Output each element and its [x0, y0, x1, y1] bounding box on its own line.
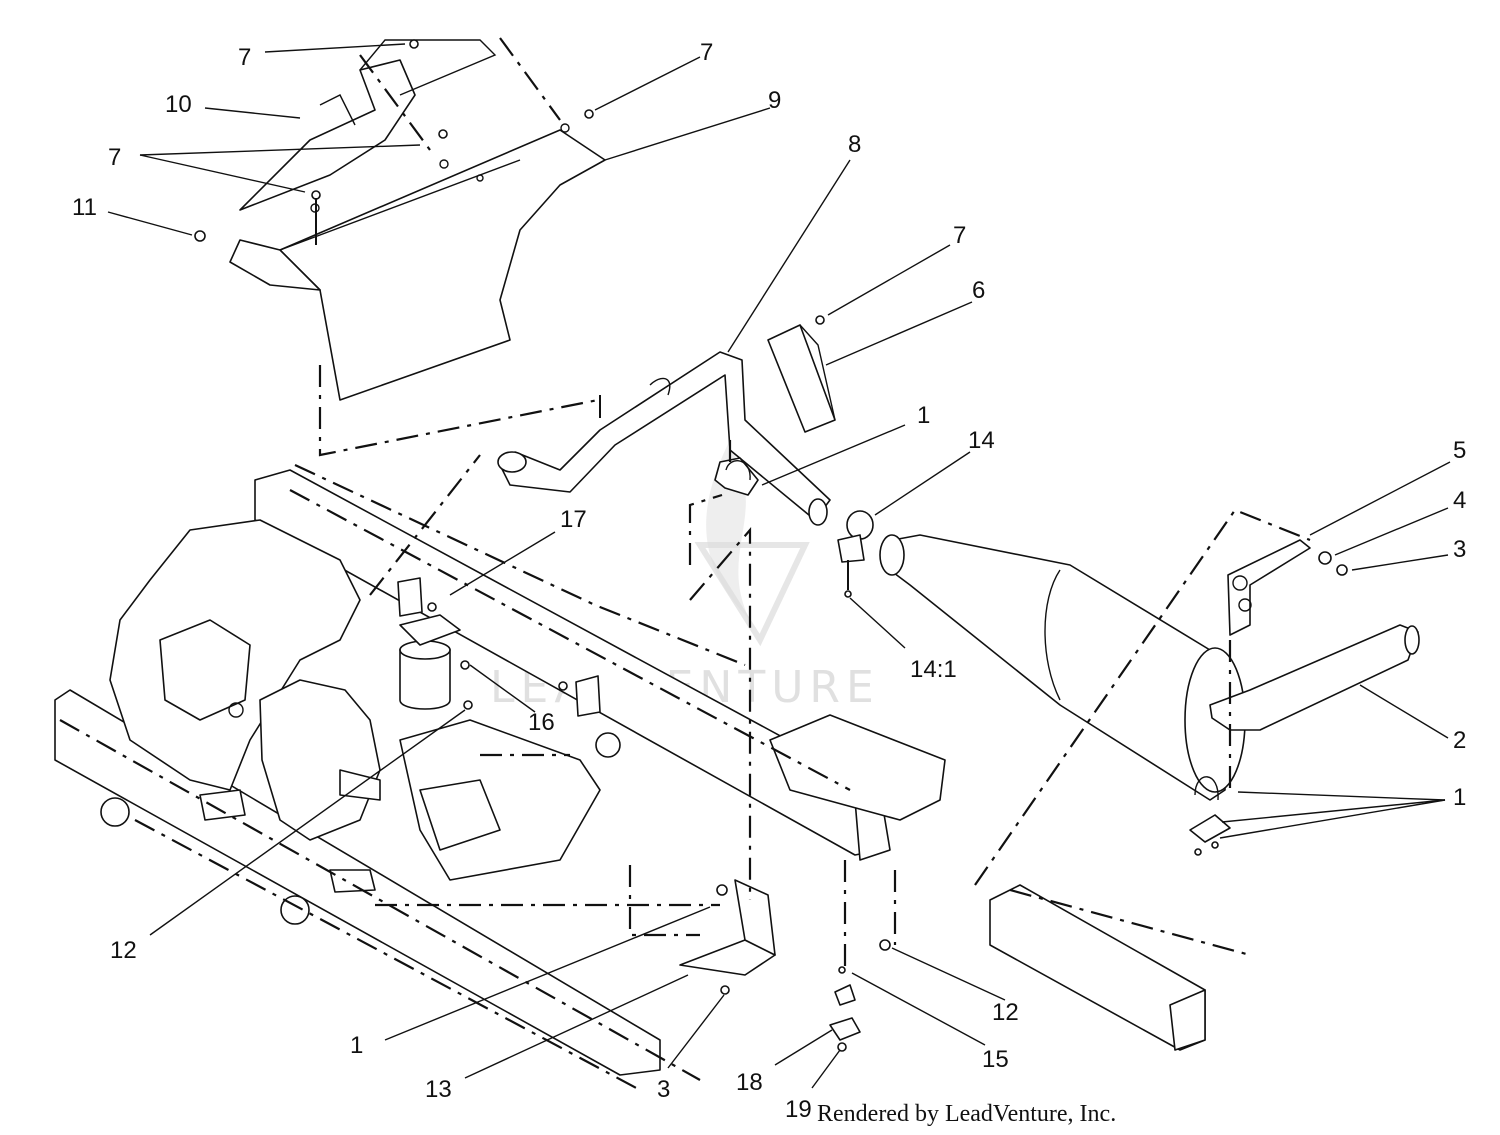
callout-7: 7 [700, 39, 713, 66]
callout-1: 1 [1453, 784, 1466, 811]
muffler [879, 534, 1420, 801]
callout-9: 9 [768, 87, 781, 114]
u-bolt-clamp [714, 457, 759, 496]
callout-2: 2 [1453, 727, 1466, 754]
callout-12: 12 [992, 999, 1019, 1026]
heat-shield [279, 129, 606, 401]
callout-3: 3 [1453, 536, 1466, 563]
callout-7: 7 [953, 222, 966, 249]
pipe-shield-6 [767, 315, 836, 433]
callout-18: 18 [736, 1069, 763, 1096]
callout-5: 5 [1453, 437, 1466, 464]
callout-3: 3 [657, 1076, 670, 1103]
lower-hardware [829, 939, 891, 1052]
callout-14: 14 [968, 427, 995, 454]
assembly-lines [59, 37, 1311, 1091]
callout-1: 1 [917, 402, 930, 429]
frame-tube [989, 884, 1206, 1051]
engine-and-frame [54, 469, 946, 1076]
callout-19: 19 [785, 1096, 812, 1123]
callout-8: 8 [848, 131, 861, 158]
clamp-ring-14 [837, 510, 874, 598]
exhaust-pipe [497, 351, 831, 526]
mounting-tab-17 [397, 577, 461, 646]
mounting-tab-16 [460, 660, 601, 717]
callout-13: 13 [425, 1076, 452, 1103]
render-credit: Rendered by LeadVenture, Inc. [817, 1101, 1116, 1127]
leader-lines [107, 43, 1451, 1089]
bracket-13 [679, 879, 776, 995]
callout-6: 6 [972, 277, 985, 304]
callout-10: 10 [165, 91, 192, 118]
blower-housing [259, 679, 381, 841]
callout-16: 16 [528, 709, 555, 736]
callout-12: 12 [110, 937, 137, 964]
callout-11: 11 [72, 194, 97, 221]
heat-shield-flange [229, 239, 321, 291]
callout-labels: 7 10 7 9 7 8 11 7 6 1 14 5 4 3 17 14:1 1… [72, 39, 1466, 1123]
callout-7: 7 [108, 144, 121, 171]
heat-shield-assembly [229, 39, 606, 401]
callout-1: 1 [350, 1032, 363, 1059]
callout-7: 7 [238, 44, 251, 71]
callout-4: 4 [1453, 487, 1466, 514]
callout-15: 15 [982, 1046, 1009, 1073]
muffler-clamp-right [1189, 776, 1231, 856]
callout-14-1: 14:1 [910, 656, 957, 683]
muffler-bracket-5 [1227, 539, 1348, 636]
callout-17: 17 [560, 506, 587, 533]
shield-screws [194, 39, 594, 245]
shield-bracket-10 [239, 59, 416, 211]
